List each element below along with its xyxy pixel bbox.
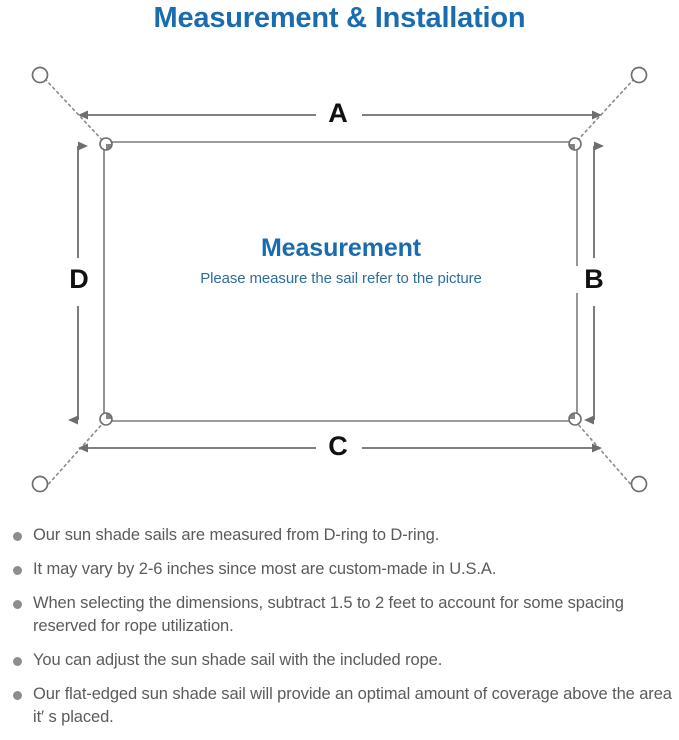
list-item-text: You can adjust the sun shade sail with t…	[33, 651, 443, 669]
bullet-icon	[13, 600, 22, 609]
list-item-text: When selecting the dimensions, subtract …	[33, 594, 624, 635]
d-ring-circle-icon-bottom-right	[630, 475, 648, 493]
bullet-icon	[13, 657, 22, 666]
rope-line-top-right	[575, 78, 635, 143]
dimension-label-b: B	[575, 266, 613, 293]
list-item-text: It may vary by 2-6 inches since most are…	[33, 560, 497, 578]
d-ring-anchors	[31, 66, 648, 493]
grommet-shade-top-right	[569, 144, 575, 150]
grommet-shade-bottom-left	[106, 413, 112, 419]
dimension-label-a: A	[318, 100, 358, 127]
d-ring-circle-icon-top-right	[630, 66, 648, 84]
grommet-shade-top-left	[106, 144, 112, 150]
page-title: Measurement & Installation	[153, 2, 526, 34]
list-item: When selecting the dimensions, subtract …	[0, 592, 679, 638]
bullet-icon	[13, 532, 22, 541]
grommet-shading	[106, 144, 575, 419]
dimension-label-d: D	[60, 266, 98, 293]
grommet-shade-bottom-right	[569, 413, 575, 419]
list-item: It may vary by 2-6 inches since most are…	[0, 558, 679, 581]
rope-lines	[44, 78, 635, 489]
bullet-icon	[13, 566, 22, 575]
sail-center-heading: Measurement	[260, 234, 422, 262]
diagram-canvas	[31, 66, 648, 493]
d-ring-circle-icon-bottom-left	[31, 475, 49, 493]
sail-center-subheading: Please measure the sail refer to the pic…	[200, 270, 482, 287]
sail-center-text: Measurement Please measure the sail refe…	[104, 233, 578, 289]
list-item: Our sun shade sails are measured from D-…	[0, 524, 679, 547]
list-item: You can adjust the sun shade sail with t…	[0, 649, 679, 672]
notes-list: Our sun shade sails are measured from D-…	[0, 524, 679, 740]
rope-line-bottom-right	[575, 421, 635, 489]
d-ring-circle-icon-top-left	[31, 66, 49, 84]
list-item-text: Our flat-edged sun shade sail will provi…	[33, 685, 672, 726]
bullet-icon	[13, 691, 22, 700]
rope-line-top-left	[44, 78, 105, 143]
list-item-text: Our sun shade sails are measured from D-…	[33, 526, 440, 544]
rope-line-bottom-left	[44, 421, 105, 489]
list-item: Our flat-edged sun shade sail will provi…	[0, 683, 679, 729]
dimension-label-c: C	[318, 433, 358, 460]
measurement-diagram: A B C D Measurement Please measure the s…	[0, 48, 679, 518]
